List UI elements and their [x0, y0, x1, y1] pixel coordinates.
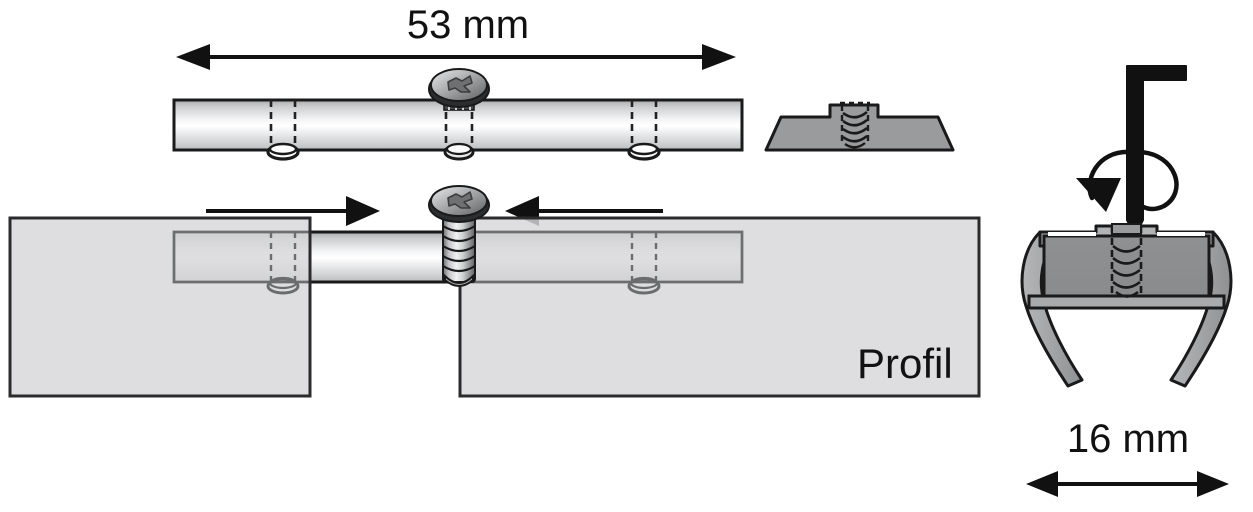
dimension-label-53mm: 53 mm [407, 3, 529, 47]
allen-key-icon [1126, 65, 1187, 237]
screw-top-rail [428, 68, 490, 111]
rail-hole-right [627, 100, 661, 161]
profile-cross-section [1020, 223, 1233, 388]
dimension-arrowhead-right [702, 44, 736, 70]
arrow-head [346, 196, 380, 226]
bracket-body [764, 103, 955, 152]
assembly-hole-right [627, 232, 661, 295]
dimension-arrowhead-left [176, 44, 210, 70]
phillips-cross-icon [447, 75, 473, 93]
profile-label: Profil [857, 340, 953, 387]
rail-hole-center [443, 100, 475, 161]
rail-hole-left [266, 100, 300, 161]
dimension-53mm [176, 44, 736, 70]
rail-hidden-left [172, 230, 310, 284]
profile-panel-right [458, 216, 981, 398]
bracket-section-group [764, 101, 955, 152]
cross-section-group [1020, 65, 1233, 497]
dimension-16mm [1026, 471, 1229, 497]
hole-rim-inner [445, 142, 473, 156]
dimension-arrowhead-left [1026, 471, 1058, 497]
screw-assembly [428, 185, 490, 287]
insert-arrow-right [206, 196, 380, 226]
assembly-hole-left [266, 232, 300, 295]
dimension-arrowhead-right [1197, 471, 1229, 497]
screw-tip [444, 273, 474, 287]
top-view-group [172, 44, 744, 161]
hole-rim-inner [629, 142, 659, 156]
profile-wall-right [1169, 230, 1233, 388]
rotation-arrow-head [1076, 178, 1121, 212]
hole-rim-inner [268, 142, 298, 156]
rotation-arrow [1076, 149, 1179, 212]
section-screw-head [1111, 223, 1142, 235]
dimension-label-16mm: 16 mm [1067, 417, 1189, 461]
profile-panel-left [8, 216, 312, 398]
section-thread-coils [1112, 244, 1141, 298]
hole-rim-inner [629, 276, 659, 290]
rail-hidden-right [460, 230, 744, 284]
bracket-thread-coils [842, 110, 868, 149]
rotation-arc-right [1134, 149, 1179, 212]
assembly-view-group: Profil [8, 185, 981, 398]
profile-inner-body [1042, 234, 1211, 298]
phillips-cross-icon [447, 191, 473, 209]
profile-wall-left [1020, 230, 1084, 388]
hole-rim-inner [268, 276, 298, 290]
allen-key-body [1126, 65, 1187, 237]
